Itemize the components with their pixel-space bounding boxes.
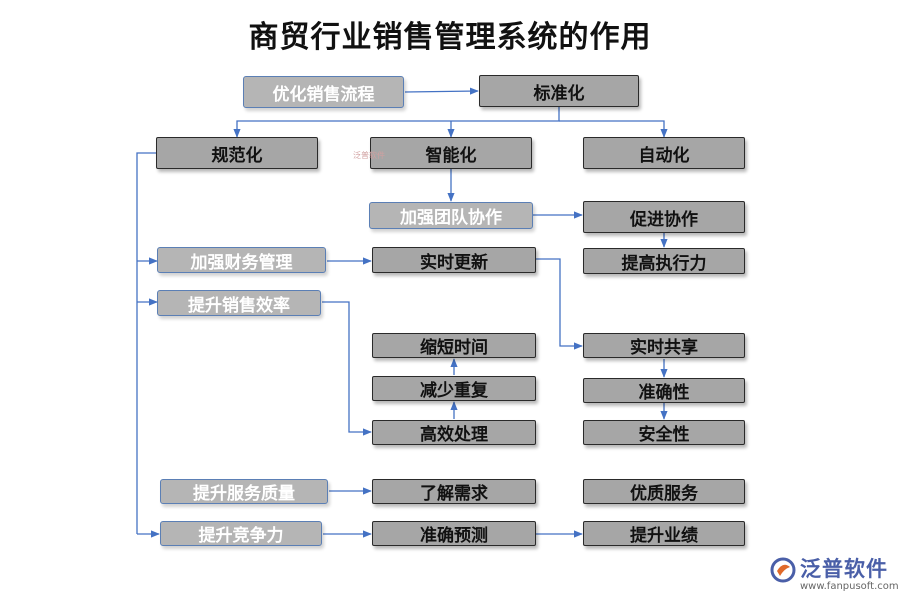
node-promote-collab: 促进协作: [583, 201, 745, 233]
node-accurate-forecast: 准确预测: [372, 521, 536, 546]
node-automation: 自动化: [583, 137, 745, 169]
trunk-line: [136, 152, 156, 534]
node-understand-needs: 了解需求: [372, 479, 536, 504]
node-reduce-repeat: 减少重复: [372, 376, 536, 401]
node-service-quality: 提升服务质量: [160, 479, 328, 504]
logo-url: www.fanpusoft.com: [800, 581, 899, 592]
node-performance: 提升业绩: [583, 521, 745, 546]
node-normalization: 规范化: [156, 137, 318, 169]
node-realtime-update: 实时更新: [372, 247, 536, 273]
arrow-efficiency-to-processing: [322, 301, 372, 436]
node-team-collab: 加强团队协作: [369, 202, 533, 229]
logo-name: 泛普软件: [800, 557, 888, 581]
node-shorten-time: 缩短时间: [372, 333, 536, 358]
node-efficient-processing: 高效处理: [372, 420, 536, 445]
arrow-optimize-to-standard: [404, 87, 479, 95]
node-sales-efficiency: 提升销售效率: [157, 290, 321, 316]
node-competitiveness: 提升竞争力: [160, 521, 322, 546]
logo-mark-icon: [770, 557, 796, 583]
brand-logo: 泛普软件 www.fanpusoft.com: [770, 553, 899, 598]
node-accuracy: 准确性: [583, 378, 745, 403]
arrow-standard-to-automation: [559, 120, 668, 138]
watermark-text: 泛普软件: [353, 151, 385, 160]
arrow-standard-branches: [233, 107, 560, 138]
arrow-update-to-share: [536, 258, 583, 350]
page-title: 商贸行业销售管理系统的作用: [248, 20, 652, 55]
node-optimize-flow: 优化销售流程: [243, 76, 404, 108]
node-execution: 提高执行力: [583, 248, 745, 274]
node-standardization: 标准化: [479, 75, 639, 107]
node-realtime-share: 实时共享: [583, 333, 745, 358]
node-security: 安全性: [583, 420, 745, 445]
node-finance-mgmt: 加强财务管理: [157, 247, 326, 273]
node-quality-service: 优质服务: [583, 479, 745, 504]
node-intelligence: 智能化: [370, 137, 532, 169]
